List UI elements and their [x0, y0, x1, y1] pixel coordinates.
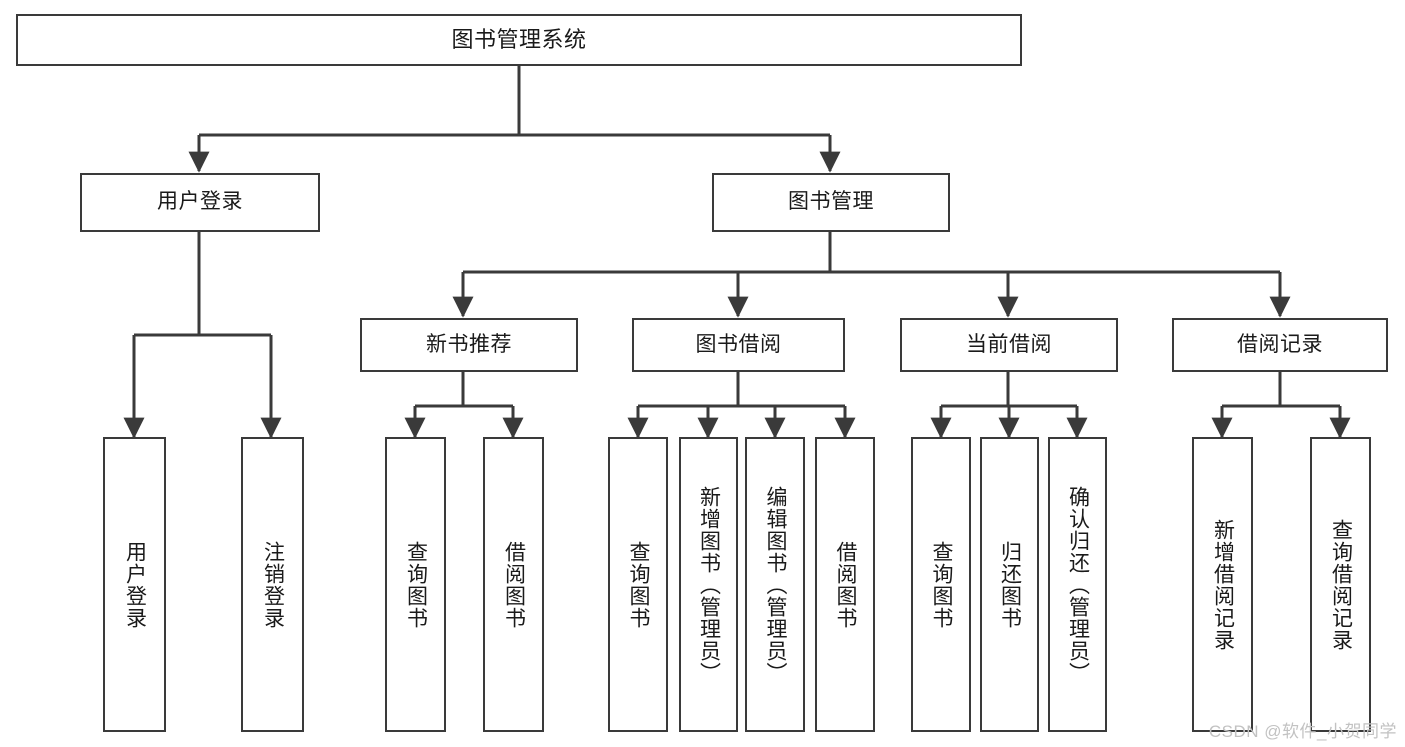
node-leaf-query-book-1[interactable]: 查询图书 [385, 437, 446, 732]
node-leaf-confirm-return-label: 确认归还（管理员） [1066, 485, 1090, 684]
node-leaf-query-record[interactable]: 查询借阅记录 [1310, 437, 1371, 732]
node-leaf-query-book-2-label: 查询图书 [627, 540, 651, 629]
node-borrow-record-label: 借阅记录 [1237, 332, 1323, 356]
node-leaf-add-book[interactable]: 新增图书（管理员） [679, 437, 738, 732]
node-current-borrow-label: 当前借阅 [966, 332, 1052, 356]
node-leaf-user-login-label: 用户登录 [123, 540, 147, 629]
node-leaf-borrow-book-1[interactable]: 借阅图书 [483, 437, 544, 732]
node-user-login-label: 用户登录 [157, 190, 243, 214]
node-root-label: 图书管理系统 [451, 27, 587, 53]
node-leaf-query-record-label: 查询借阅记录 [1329, 518, 1353, 651]
node-user-login[interactable]: 用户登录 [80, 173, 320, 232]
node-leaf-query-book-2[interactable]: 查询图书 [608, 437, 668, 732]
node-leaf-borrow-book-1-label: 借阅图书 [502, 540, 526, 629]
node-leaf-user-logout[interactable]: 注销登录 [241, 437, 304, 732]
node-book-borrow-label: 图书借阅 [695, 332, 782, 356]
node-book-manage-label: 图书管理 [788, 190, 874, 214]
node-book-borrow[interactable]: 图书借阅 [632, 318, 845, 372]
node-leaf-user-login[interactable]: 用户登录 [103, 437, 166, 732]
node-leaf-edit-book[interactable]: 编辑图书（管理员） [745, 437, 805, 732]
node-leaf-add-record[interactable]: 新增借阅记录 [1192, 437, 1253, 732]
node-book-manage[interactable]: 图书管理 [712, 173, 950, 232]
node-leaf-add-record-label: 新增借阅记录 [1211, 518, 1235, 651]
node-borrow-record[interactable]: 借阅记录 [1172, 318, 1388, 372]
node-leaf-return-book[interactable]: 归还图书 [980, 437, 1039, 732]
node-leaf-borrow-book-2[interactable]: 借阅图书 [815, 437, 875, 732]
node-new-book-recommend[interactable]: 新书推荐 [360, 318, 578, 372]
node-leaf-query-book-1-label: 查询图书 [404, 540, 428, 629]
node-leaf-query-book-3[interactable]: 查询图书 [911, 437, 971, 732]
node-leaf-user-logout-label: 注销登录 [261, 540, 285, 629]
node-leaf-confirm-return[interactable]: 确认归还（管理员） [1048, 437, 1107, 732]
node-leaf-query-book-3-label: 查询图书 [930, 540, 954, 629]
node-leaf-edit-book-label: 编辑图书（管理员） [764, 485, 788, 684]
watermark: CSDN @软件_小贺同学 [1208, 722, 1397, 741]
node-new-book-recommend-label: 新书推荐 [426, 332, 512, 356]
node-leaf-add-book-label: 新增图书（管理员） [697, 485, 721, 684]
node-root[interactable]: 图书管理系统 [16, 14, 1022, 66]
node-leaf-return-book-label: 归还图书 [998, 540, 1022, 629]
node-current-borrow[interactable]: 当前借阅 [900, 318, 1118, 372]
node-leaf-borrow-book-2-label: 借阅图书 [834, 540, 858, 629]
